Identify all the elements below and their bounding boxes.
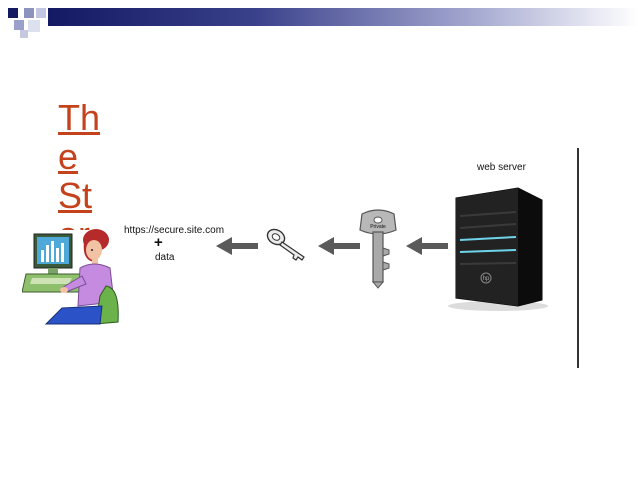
private-key-icon: Private xyxy=(359,209,397,289)
header-square-decoration xyxy=(8,8,18,18)
user-at-computer-icon xyxy=(22,229,119,325)
header-gradient-bar xyxy=(48,8,638,26)
web-server-label: web server xyxy=(477,162,526,173)
server-logo: hp xyxy=(483,276,490,282)
arrow-left-icon xyxy=(216,237,258,255)
arrow-left-icon xyxy=(406,237,448,255)
small-key-icon xyxy=(266,228,305,261)
story-title-link[interactable]: The Story xyxy=(58,98,101,230)
divider-line xyxy=(577,148,579,368)
private-key-label: Private xyxy=(370,224,386,230)
header-square-decoration xyxy=(14,20,24,30)
header-square-decoration xyxy=(28,20,40,32)
arrow-left-icon xyxy=(318,237,360,255)
slide-header-band xyxy=(0,0,638,40)
plus-sign: + xyxy=(154,234,163,251)
data-label: data xyxy=(155,252,175,263)
web-server-icon: hp xyxy=(448,187,548,311)
header-square-decoration xyxy=(36,8,46,18)
url-label: https://secure.site.com xyxy=(124,225,225,236)
header-square-decoration xyxy=(20,30,28,38)
header-square-decoration xyxy=(24,8,34,18)
